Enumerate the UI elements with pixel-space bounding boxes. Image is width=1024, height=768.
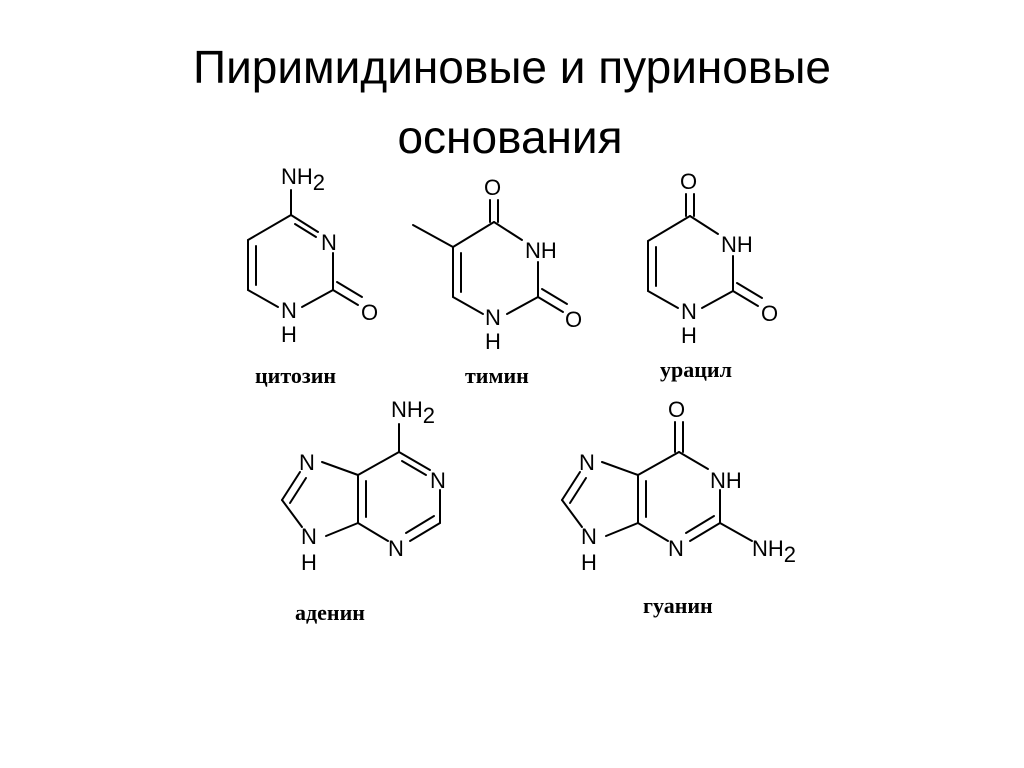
adenine-atom-n7: N	[299, 450, 315, 475]
adenine-bond	[281, 499, 303, 528]
guanine-bond	[601, 461, 639, 476]
guanine-structure: O N NH N N H NH2	[561, 397, 796, 575]
guanine-bond	[561, 499, 583, 528]
adenine-nh2: NH2	[391, 397, 435, 428]
guanine-bond	[637, 451, 680, 476]
adenine-bond	[289, 477, 307, 504]
thymine-bond	[537, 296, 564, 313]
uracil-atom-n3h: NH	[721, 232, 753, 257]
guanine-bond	[605, 522, 639, 537]
adenine-atom-h: H	[301, 550, 317, 575]
cytosine-bond	[247, 214, 292, 241]
label-guanine: гуанин	[643, 593, 713, 618]
adenine-bond	[321, 461, 359, 476]
adenine-atom-n3: N	[388, 536, 404, 561]
adenine-bond	[398, 451, 431, 471]
adenine-structure: NH2 N N N N H	[281, 397, 446, 575]
adenine-atom-n9: N	[301, 524, 317, 549]
cytosine-structure: NH2 N N H O	[247, 164, 378, 347]
adenine-bond	[409, 522, 441, 542]
thymine-bond	[452, 296, 484, 315]
thymine-bond	[493, 221, 523, 241]
uracil-bond	[689, 215, 719, 235]
uracil-atom-n1: N	[681, 299, 697, 324]
cytosine-atom-h: H	[281, 322, 297, 347]
thymine-atom-n1: N	[485, 305, 501, 330]
label-adenine: аденин	[295, 600, 365, 625]
guanine-bond	[569, 477, 587, 504]
guanine-bond	[685, 515, 715, 534]
guanine-nh2: NH2	[752, 536, 796, 567]
label-thymine: тимин	[465, 363, 529, 388]
guanine-atom-n1h: NH	[710, 468, 742, 493]
uracil-atom-o4: O	[680, 169, 697, 194]
guanine-bond	[561, 471, 581, 501]
adenine-bond	[405, 515, 435, 534]
cytosine-bond	[301, 289, 334, 308]
thymine-bond	[506, 296, 539, 315]
adenine-bond	[357, 451, 400, 476]
slide-title-line-1: Пиримидиновые и пуриновые	[193, 41, 831, 93]
thymine-atom-o4: O	[484, 175, 501, 200]
guanine-bond	[678, 451, 709, 470]
label-uracil: урацил	[660, 357, 732, 382]
thymine-methyl-bond	[412, 224, 454, 248]
uracil-bond	[732, 290, 759, 307]
cytosine-bond	[332, 289, 359, 306]
cytosine-atom-o: O	[361, 300, 378, 325]
guanine-bond	[719, 522, 753, 542]
uracil-bond	[736, 282, 763, 299]
uracil-bond	[701, 290, 734, 309]
adenine-bond	[325, 522, 359, 537]
label-cytosine: цитозин	[255, 363, 337, 388]
thymine-atom-o2: O	[565, 307, 582, 332]
guanine-bond	[689, 522, 721, 542]
cytosine-bond	[336, 281, 363, 298]
slide-title-line-2: основания	[397, 111, 623, 163]
adenine-bond	[357, 522, 389, 542]
thymine-atom-n3h: NH	[525, 238, 557, 263]
uracil-bond	[647, 290, 679, 309]
thymine-structure: O NH N H O	[412, 175, 582, 354]
guanine-bond	[637, 522, 669, 542]
cytosine-bond	[247, 289, 279, 308]
uracil-atom-o2: O	[761, 301, 778, 326]
guanine-atom-n7: N	[579, 450, 595, 475]
cytosine-nh2: NH2	[281, 164, 325, 195]
cytosine-atom-n3: N	[321, 230, 337, 255]
adenine-bond	[401, 460, 427, 476]
thymine-atom-h: H	[485, 329, 501, 354]
thymine-bond	[452, 221, 495, 248]
thymine-bond	[541, 288, 568, 305]
cytosine-bond	[294, 223, 317, 238]
guanine-atom-n9: N	[581, 524, 597, 549]
adenine-bond	[281, 471, 301, 501]
adenine-atom-n1: N	[430, 468, 446, 493]
guanine-atom-h: H	[581, 550, 597, 575]
uracil-structure: O NH N H O	[647, 169, 778, 348]
cytosine-bond	[290, 214, 319, 233]
guanine-atom-o6: O	[668, 397, 685, 422]
uracil-bond	[647, 215, 691, 242]
guanine-atom-n3: N	[668, 536, 684, 561]
cytosine-atom-n1: N	[281, 298, 297, 323]
uracil-atom-h: H	[681, 323, 697, 348]
